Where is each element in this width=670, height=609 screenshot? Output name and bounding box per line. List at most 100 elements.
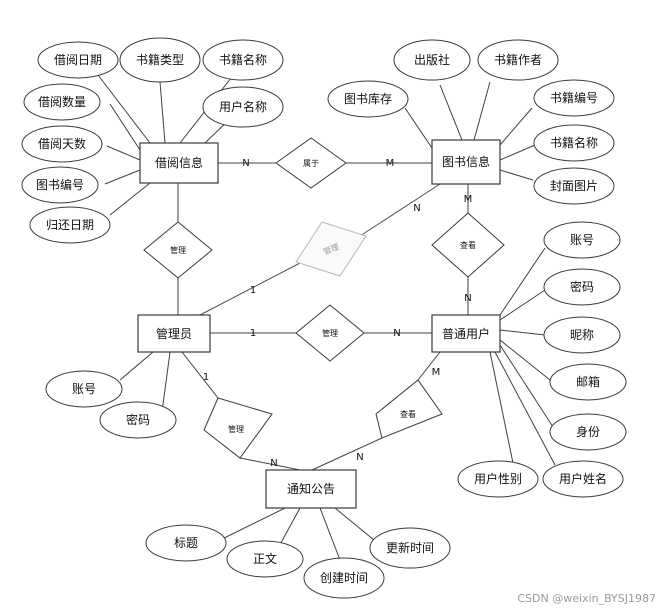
rel-admin-user: [295, 304, 365, 362]
card-user-notice-user: M: [432, 367, 441, 378]
attr-ellipse: [45, 370, 123, 408]
entity-borrow: [139, 142, 219, 184]
attr-stock: 图书库存: [344, 91, 392, 106]
card-admin-user-user: N: [393, 328, 400, 339]
entity-book: [431, 139, 501, 185]
attr-identity: 身份: [576, 424, 600, 439]
attr-ellipse: [543, 316, 621, 354]
attr-ellipse: [202, 86, 284, 128]
rel-belongs: [275, 137, 347, 189]
attr-ellipse: [549, 413, 627, 451]
attr-admin-account: 账号: [72, 382, 96, 396]
card-user-notice-notice: N: [356, 452, 363, 463]
attr-book-number: 书籍编号: [550, 90, 598, 105]
attr-ellipse: [533, 79, 615, 117]
cardinality-labels: N M 1 N M N 1 N 1 N N M: [203, 158, 473, 469]
attr-content: 正文: [253, 551, 277, 566]
attr-book-name: 书籍名称: [219, 52, 267, 67]
attr-ellipse: [477, 39, 559, 81]
attr-user-password: 密码: [570, 279, 594, 294]
attr-updated-time: 更新时间: [386, 540, 434, 555]
card-user-book-user: N: [464, 293, 471, 304]
rel-admin-borrow-label: 管理: [170, 245, 186, 255]
entity-user-label: 普通用户: [442, 326, 490, 341]
entities: 借阅信息 图书信息 管理员 普通用户 通知公告: [137, 139, 501, 509]
card-admin-user-admin: 1: [250, 328, 256, 339]
attr-borrow-days: 借阅天数: [38, 136, 86, 151]
attr-ellipse: [226, 540, 304, 578]
attr-publisher: 出版社: [414, 52, 450, 67]
attr-author: 书籍作者: [494, 52, 542, 67]
attr-ellipse: [303, 557, 385, 599]
attr-ellipse: [202, 39, 284, 81]
book-attributes: 出版社 书籍作者 图书库存 书籍编号 书籍名称 封面图片: [327, 39, 615, 205]
rel-user-notice-label: 查看: [400, 409, 416, 419]
attr-ellipse: [457, 460, 539, 498]
card-admin-book-book: N: [413, 203, 420, 214]
user-attributes: 账号 密码 昵称 邮箱 身份 用户性别 用户姓名: [457, 221, 627, 498]
entity-book-label: 图书信息: [442, 154, 490, 169]
attr-ellipse: [119, 37, 201, 83]
rel-admin-notice-label: 管理: [228, 424, 244, 434]
attr-user-name: 用户名称: [219, 99, 267, 114]
attr-title: 标题: [174, 536, 198, 550]
rel-admin-book: [295, 221, 367, 277]
attr-real-name: 用户姓名: [559, 471, 607, 486]
rel-admin-notice: [203, 397, 273, 459]
card-borrow-belongs: N: [242, 158, 249, 169]
card-admin-book-admin: 1: [250, 285, 256, 296]
attr-ellipse: [393, 39, 471, 81]
attr-ellipse: [543, 221, 621, 259]
attr-ellipse: [21, 166, 99, 204]
attr-book-id: 图书编号: [36, 177, 84, 192]
admin-attributes: 账号 密码: [45, 370, 177, 439]
entity-admin-label: 管理员: [156, 326, 192, 341]
attr-user-gender: 用户性别: [474, 471, 522, 486]
card-belongs-book: M: [386, 158, 395, 169]
attr-admin-password: 密码: [126, 412, 150, 427]
attr-ellipse: [21, 125, 103, 163]
connectors: [97, 72, 556, 561]
attr-ellipse: [533, 124, 615, 162]
attr-ellipse: [37, 41, 119, 79]
entity-user: [431, 314, 501, 353]
attr-return-date: 归还日期: [46, 218, 94, 232]
attr-ellipse: [145, 524, 227, 562]
attr-ellipse: [549, 363, 627, 401]
card-admin-notice-admin: 1: [203, 372, 209, 383]
attr-nickname: 昵称: [570, 328, 594, 342]
attr-borrow-date: 借阅日期: [54, 53, 102, 67]
entity-borrow-label: 借阅信息: [155, 155, 203, 170]
attr-created-time: 创建时间: [320, 571, 368, 585]
notice-attributes: 标题 正文 创建时间 更新时间: [145, 524, 451, 599]
attr-book-type: 书籍类型: [136, 52, 184, 67]
relationships: 属于 管理 管理 查看 管理 管理 查看: [143, 137, 505, 459]
attr-ellipse: [23, 83, 101, 121]
entity-notice: [265, 469, 357, 509]
attr-ellipse: [29, 206, 111, 244]
entity-notice-label: 通知公告: [287, 482, 335, 496]
attr-ellipse: [543, 268, 621, 306]
attr-ellipse: [327, 80, 409, 118]
rel-admin-borrow: [143, 221, 213, 279]
rel-user-notice: [375, 379, 443, 439]
attr-email: 邮箱: [576, 374, 600, 389]
attr-book-title: 书籍名称: [550, 135, 598, 150]
rel-user-book-label: 查看: [460, 240, 476, 250]
attr-cover-image: 封面图片: [550, 179, 598, 193]
rel-user-book: [431, 212, 505, 278]
attr-ellipse: [369, 527, 451, 569]
attr-borrow-count: 借阅数量: [38, 94, 86, 109]
borrow-attributes: 借阅日期 书籍类型 书籍名称 借阅数量 用户名称 借阅天数 图书编号 归还日期: [21, 37, 284, 244]
card-admin-notice-notice: N: [270, 458, 277, 469]
attr-ellipse: [533, 167, 615, 205]
attr-ellipse: [542, 460, 624, 498]
entity-admin: [137, 314, 211, 353]
watermark: CSDN @weixin_BYSJ1987: [517, 592, 656, 605]
card-user-book-book: M: [464, 194, 473, 205]
rel-belongs-label: 属于: [303, 159, 319, 168]
attr-ellipse: [99, 401, 177, 439]
rel-admin-user-label: 管理: [322, 328, 338, 338]
attr-user-account: 账号: [570, 233, 594, 247]
